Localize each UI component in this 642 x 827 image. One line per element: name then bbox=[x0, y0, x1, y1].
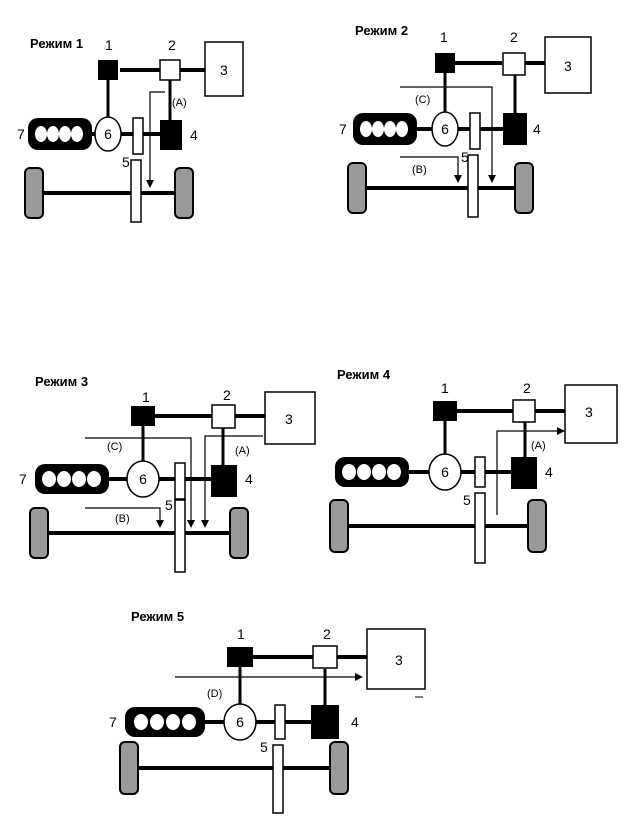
label-battery: 3 bbox=[395, 652, 403, 668]
flow-label-a: (A) bbox=[172, 97, 187, 109]
planetary-gear bbox=[94, 116, 122, 152]
label-engine: 7 bbox=[339, 121, 347, 137]
motor bbox=[160, 120, 182, 150]
label-inverter: 2 bbox=[223, 387, 231, 403]
mode-4-diagram: Режим 4 1 2 3 4 5 6 (A) bbox=[325, 365, 625, 575]
label-planetary: 6 bbox=[139, 471, 147, 487]
mode-title: Режим 4 bbox=[337, 367, 391, 382]
flow-label-a: (A) bbox=[235, 445, 250, 457]
label-battery: 3 bbox=[285, 411, 293, 427]
flow-arrow-a bbox=[149, 91, 165, 180]
mode-1-schematic bbox=[24, 41, 244, 223]
flow-label-b: (B) bbox=[412, 164, 427, 176]
label-planetary: 6 bbox=[441, 121, 449, 137]
label-generator: 1 bbox=[440, 29, 448, 45]
mode-3-diagram: Режим 3 1 2 3 4 5 6 7 (C) (A) bbox=[19, 368, 325, 578]
label-reduction-gear: 5 bbox=[122, 154, 130, 170]
label-battery: 3 bbox=[564, 58, 572, 74]
label-engine: 7 bbox=[17, 126, 25, 142]
label-generator: 1 bbox=[441, 380, 449, 396]
right-wheel bbox=[174, 167, 194, 219]
inverter bbox=[159, 59, 181, 81]
label-motor: 4 bbox=[351, 714, 359, 730]
mode-title: Режим 2 bbox=[355, 23, 409, 38]
label-reduction-gear: 5 bbox=[463, 492, 471, 508]
label-motor: 4 bbox=[190, 127, 198, 143]
label-reduction-gear: 5 bbox=[165, 497, 173, 513]
flow-label-a: (A) bbox=[531, 440, 546, 452]
label-generator: 1 bbox=[105, 37, 113, 53]
mode-title: Режим 3 bbox=[35, 374, 89, 389]
mode-title: Режим 5 bbox=[131, 609, 185, 624]
flow-label-b: (B) bbox=[115, 513, 130, 525]
generator bbox=[98, 60, 118, 80]
label-reduction-gear: 5 bbox=[260, 739, 268, 755]
label-inverter: 2 bbox=[323, 626, 331, 642]
label-reduction-gear: 5 bbox=[461, 149, 469, 165]
reduction-gear-lower bbox=[130, 159, 142, 223]
label-battery: 3 bbox=[220, 62, 228, 78]
flow-label-d: (D) bbox=[207, 688, 223, 700]
label-engine: 7 bbox=[109, 714, 117, 730]
label-battery: 3 bbox=[585, 404, 593, 420]
label-motor: 4 bbox=[545, 464, 553, 480]
flow-label-c: (C) bbox=[107, 441, 123, 453]
mode-3-schematic bbox=[29, 391, 316, 573]
left-wheel bbox=[24, 167, 44, 219]
label-inverter: 2 bbox=[523, 380, 531, 396]
label-inverter: 2 bbox=[168, 37, 176, 53]
label-generator: 1 bbox=[237, 626, 245, 642]
label-engine: 7 bbox=[19, 471, 27, 487]
flow-label-c: (C) bbox=[415, 94, 431, 106]
label-inverter: 2 bbox=[510, 29, 518, 45]
mode-4-schematic bbox=[329, 384, 618, 564]
mode-1-diagram: Режим 1 1 2 3 4 5 6 bbox=[17, 20, 320, 230]
label-motor: 4 bbox=[245, 471, 253, 487]
reduction-gear bbox=[132, 117, 144, 155]
mode-5-diagram: Режим 5 1 2 3 4 5 6 7 (D) bbox=[109, 605, 426, 815]
mode-2-schematic bbox=[347, 36, 592, 218]
mode-2-diagram: Режим 2 1 2 3 4 5 6 7 (C) (B) bbox=[339, 15, 640, 225]
label-planetary: 6 bbox=[441, 464, 449, 480]
label-generator: 1 bbox=[142, 389, 150, 405]
mode-title: Режим 1 bbox=[30, 36, 84, 51]
mode-5-schematic bbox=[119, 628, 426, 814]
label-planetary: 6 bbox=[236, 714, 244, 730]
label-motor: 4 bbox=[533, 121, 541, 137]
battery bbox=[204, 41, 244, 97]
label-planetary: 6 bbox=[104, 126, 112, 142]
